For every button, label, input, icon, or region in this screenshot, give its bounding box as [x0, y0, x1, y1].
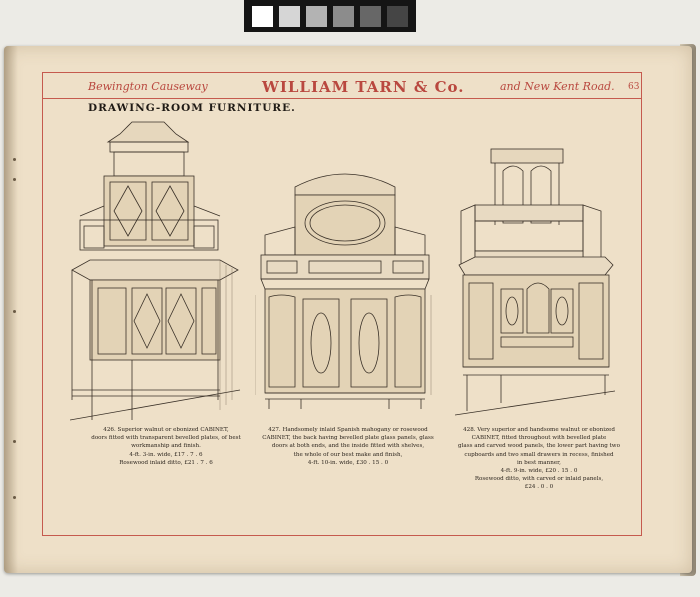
- caption-line: the whole of our best make and finish,: [293, 451, 403, 458]
- color-calibration-bar: [244, 0, 416, 32]
- binding-hole: [13, 178, 16, 181]
- caption-price: Rosewood inlaid ditto, £21 . 7 . 6: [119, 459, 213, 466]
- caption-426: 426. Superior walnut or ebonized CABINET…: [76, 426, 256, 467]
- caption-line: glass and carved wood panels, the lower …: [458, 443, 620, 450]
- header-company-name: WILLIAM TARN & Co.: [262, 78, 465, 96]
- swatch: [387, 5, 408, 27]
- caption-line: 427. Handsomely inlaid Spanish mahogany …: [268, 427, 428, 433]
- caption-line: Rosewood ditto, with carved or inlaid pa…: [474, 476, 604, 483]
- cabinet-427-illustration: [255, 173, 432, 409]
- caption-line: workmanship and finish.: [131, 443, 201, 450]
- swatch: [333, 5, 354, 27]
- caption-line: CABINET, fitted throughout with bevelled…: [471, 435, 607, 442]
- caption-line: doors fitted with transparent bevelled p…: [91, 435, 241, 442]
- binding-hole: [13, 496, 16, 499]
- caption-line: CABINET, the back having bevelled plate …: [262, 435, 434, 442]
- section-title: DRAWING-ROOM FURNITURE.: [88, 102, 296, 114]
- cabinet-428-illustration: [455, 148, 615, 416]
- swatch: [252, 5, 273, 27]
- page-gutter-shadow: [4, 46, 18, 573]
- swatch: [306, 5, 327, 27]
- caption-price: 4-ft. 3-in. wide, £17 . 7 . 6: [129, 451, 203, 458]
- header-right-address: and New Kent Road.: [500, 80, 615, 93]
- caption-line: cupboards and two small drawers in reces…: [464, 451, 614, 458]
- page-number: 63: [628, 82, 640, 92]
- binding-hole: [13, 310, 16, 313]
- caption-line: doors at both ends, and the inside fitte…: [271, 443, 425, 450]
- binding-hole: [13, 158, 16, 161]
- cabinet-426-illustration: [70, 121, 241, 421]
- red-ruled-frame: [42, 72, 642, 536]
- caption-428: 428. Very superior and handsome walnut o…: [446, 426, 632, 492]
- header-rule: [42, 98, 642, 99]
- caption-price: 4-ft. 10-in. wide, £30 . 15 . 0: [307, 459, 389, 466]
- caption-line: 426. Superior walnut or ebonized CABINET…: [103, 427, 229, 433]
- swatch: [279, 5, 300, 27]
- binding-hole: [13, 440, 16, 443]
- caption-line: 428. Very superior and handsome walnut o…: [463, 427, 615, 433]
- caption-price: 4-ft. 9-in. wide, £20 . 15 . 0: [500, 468, 578, 475]
- swatch: [360, 5, 381, 27]
- caption-427: 427. Handsomely inlaid Spanish mahogany …: [254, 426, 442, 467]
- caption-line: in best manner,: [517, 459, 561, 466]
- header-left-address: Bewington Causeway: [88, 80, 208, 93]
- caption-price: £24 . 0 . 0: [524, 484, 554, 491]
